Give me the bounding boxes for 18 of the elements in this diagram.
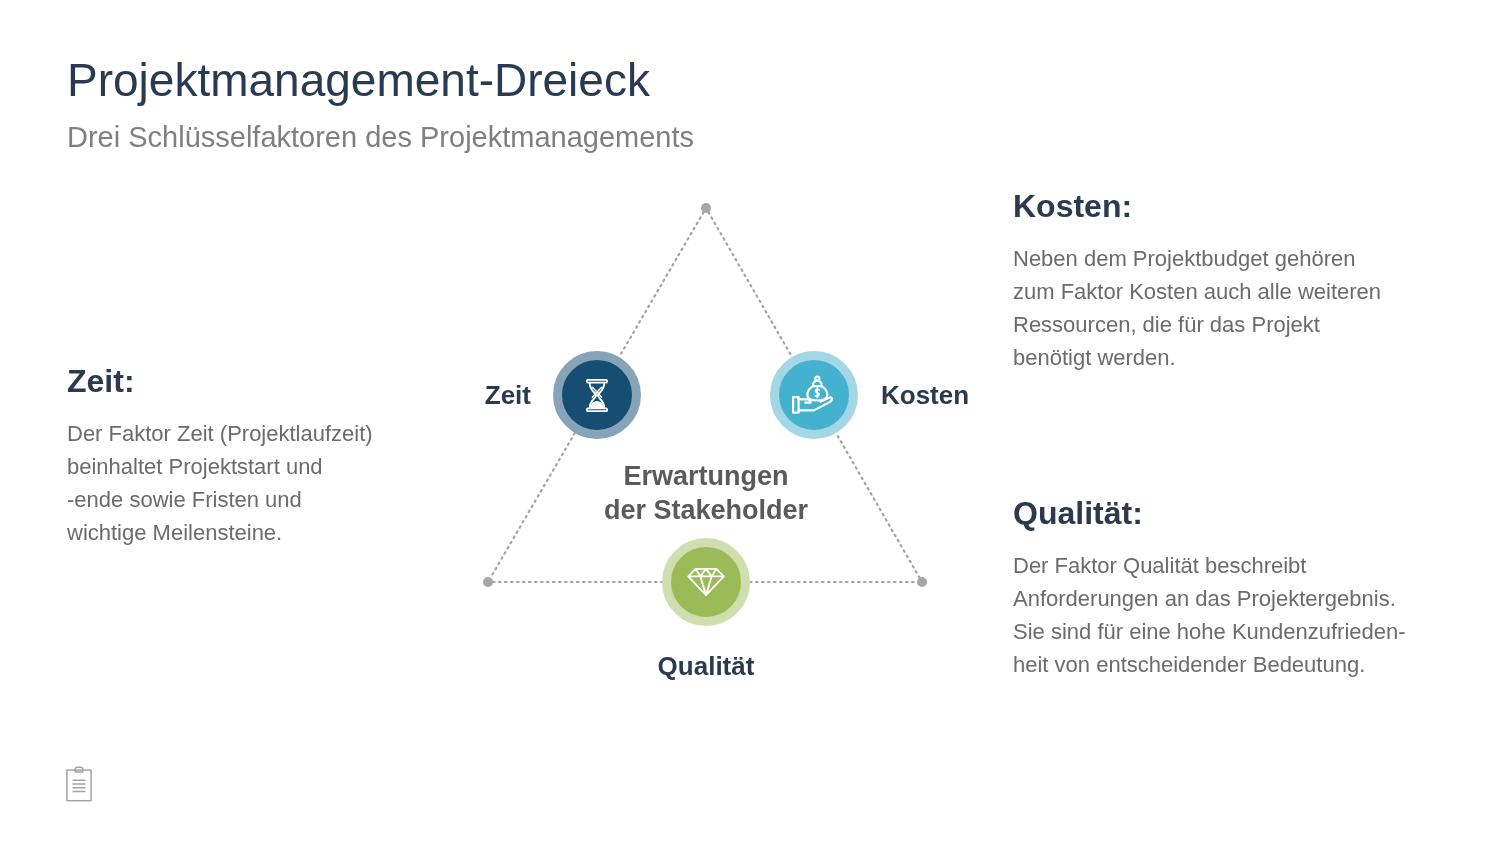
- dotted-line: [707, 211, 794, 358]
- factor-label: Kosten: [881, 380, 970, 411]
- description-text: Der Faktor Qualität beschreibt Anforderungen an das Projektergebnis. Sie sind für eine hohe Kundenzufrieden-heit von entscheidender Bedeutung.: [1013, 552, 1407, 679]
- description-text: Neben dem Projektbudget gehören zum Faktor Kosten auch alle weiteren Ressourcen, die für das Projekt benötigt werden.: [1013, 245, 1383, 372]
- factor-label: Zeit: [484, 380, 531, 411]
- center-text: Erwartungen der Stakeholder: [602, 460, 810, 527]
- dotted-line: [491, 580, 664, 584]
- vertex-dot: [917, 577, 927, 587]
- dotted-line: [834, 432, 921, 579]
- subtitle: Drei Schlüsselfaktoren des Projektmanagements: [67, 121, 695, 154]
- section-heading: Qualität:: [1013, 495, 1143, 532]
- section-heading: Zeit:: [67, 363, 135, 400]
- factor-label: Qualität: [657, 651, 755, 682]
- section-heading: Kosten:: [1013, 188, 1133, 225]
- vertex-dot: [483, 577, 493, 587]
- description-text: Der Faktor Zeit (Projektlaufzeit) beinhaltet Projektstart und -ende sowie Fristen und wichtige Meilensteine.: [67, 420, 374, 547]
- vertex-dot: [701, 203, 711, 213]
- page-title: Projektmanagement-Dreieck: [67, 53, 650, 107]
